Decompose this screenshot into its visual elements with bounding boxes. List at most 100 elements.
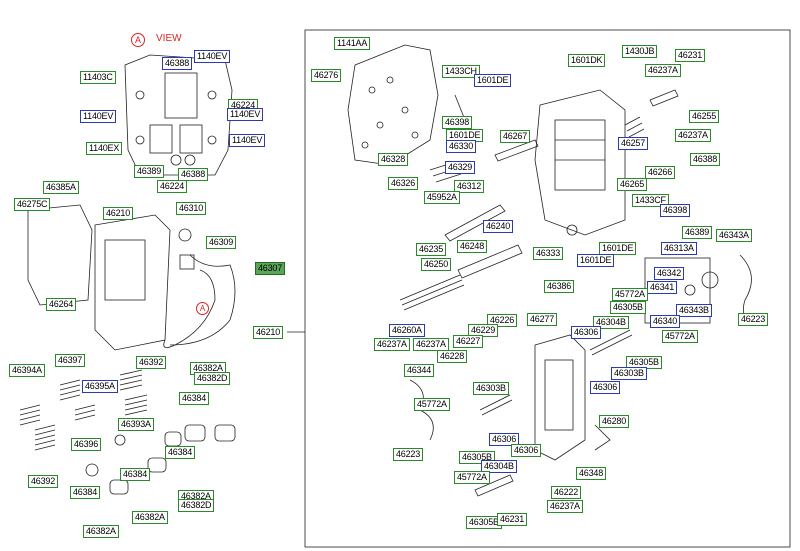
part-label: 1140EV (229, 134, 266, 147)
part-label: 46235 (416, 243, 447, 256)
part-label: 46226 (487, 314, 518, 327)
part-label: 46237A (675, 129, 711, 142)
part-label: 46305B (626, 356, 662, 369)
part-label: 46396 (71, 438, 102, 451)
part-label: 46237A (547, 500, 583, 513)
part-label: 46384 (70, 486, 101, 499)
harness-wire (163, 269, 216, 348)
part-label: 46248 (457, 240, 488, 253)
part-label: 46306 (489, 433, 520, 446)
part-label: 45772A (414, 398, 450, 411)
part-label: 1601DE (474, 74, 512, 87)
part-label: 46222 (551, 486, 582, 499)
part-label: 46306 (511, 444, 542, 457)
part-label: 46389 (134, 165, 165, 178)
view-a-marker: A (131, 33, 145, 47)
part-label: 46384 (120, 468, 151, 481)
part-label: 1141AA (334, 37, 371, 50)
part-label: 45772A (454, 471, 490, 484)
part-label: 46310 (176, 202, 207, 215)
part-label: 46389 (682, 226, 713, 239)
part-label: 1140EX (86, 142, 123, 155)
left-valve-body (27, 204, 236, 351)
view-caption: VIEW (156, 33, 182, 44)
part-label: 46276 (311, 69, 342, 82)
part-label: 46267 (500, 130, 531, 143)
part-label: 46305B (610, 301, 646, 314)
part-label: 46228 (437, 350, 468, 363)
part-label: 11403C (80, 71, 116, 84)
part-label: 46306 (590, 381, 621, 394)
part-label: 46398 (660, 204, 691, 217)
view-a-pointer-marker: A (196, 302, 209, 315)
part-label: 45772A (612, 288, 648, 301)
part-label: 46344 (404, 364, 435, 377)
part-label: 1601DE (599, 242, 637, 255)
part-label: 46382A (83, 525, 119, 538)
part-label: 46265 (617, 178, 648, 191)
part-label: 46280 (599, 415, 630, 428)
part-label: 46342 (654, 267, 685, 280)
part-label: 46237A (645, 64, 681, 77)
part-label: 46257 (618, 137, 649, 150)
part-label: 46260A (389, 324, 425, 337)
part-label: 46306 (571, 326, 602, 339)
assembly-frame (304, 29, 791, 548)
part-label: 1601DK (568, 54, 606, 67)
part-label: 46210 (103, 207, 134, 220)
part-label: 45952A (424, 191, 460, 204)
part-label: 46329 (445, 161, 476, 174)
part-label: 46382D (194, 372, 231, 385)
part-label: 46240 (483, 220, 514, 233)
part-label: 46341 (647, 281, 678, 294)
part-label: 45772A (662, 330, 698, 343)
part-label: 46313A (661, 242, 697, 255)
part-label: 46237A (413, 338, 449, 351)
part-label: 46333 (533, 247, 564, 260)
part-label: 46231 (675, 49, 706, 62)
part-label: 1433CF (632, 194, 669, 207)
part-label: 46237A (374, 338, 410, 351)
part-label: 1140EV (227, 108, 264, 121)
part-label: 1140EV (80, 110, 117, 123)
part-label: 46277 (527, 313, 558, 326)
part-label: 46275C (14, 198, 51, 211)
view-a-plate (124, 54, 233, 176)
part-label: 46382A (132, 511, 168, 524)
part-label: 46382D (178, 499, 215, 512)
part-label: 1430JB (622, 45, 658, 58)
springs-pistons-group (19, 369, 236, 495)
part-label: 46223 (393, 448, 424, 461)
part-label: 46330 (446, 140, 477, 153)
separator-plate (347, 44, 439, 166)
part-label: 46394A (9, 364, 45, 377)
part-label: 46388 (162, 57, 193, 70)
part-label: 46227 (453, 335, 484, 348)
part-label: 46384 (165, 446, 196, 459)
part-label: 46348 (576, 467, 607, 480)
part-label: 46386 (544, 280, 575, 293)
part-label: 46223 (738, 313, 769, 326)
part-label: 46343A (716, 229, 752, 242)
part-label: 46388 (690, 153, 721, 166)
part-label: 46312 (454, 180, 485, 193)
part-label: 46384 (179, 392, 210, 405)
part-label: 46210 (253, 326, 284, 339)
part-label: 46392 (28, 475, 59, 488)
part-label: 46255 (689, 110, 720, 123)
part-label: 46303B (473, 382, 509, 395)
part-label: 46343B (676, 304, 712, 317)
part-label: 1140EV (194, 50, 231, 63)
part-label: 46340 (650, 315, 681, 328)
part-label: 46392 (136, 356, 167, 369)
part-label: 46224 (157, 180, 188, 193)
part-label: 46326 (388, 177, 419, 190)
part-label: 46304B (481, 460, 517, 473)
part-label: 1433CH (442, 65, 480, 78)
part-label: 46395A (82, 380, 118, 393)
part-label: 46231 (497, 513, 528, 526)
part-label: 46385A (43, 181, 79, 194)
part-label: 46264 (46, 298, 77, 311)
part-label: 46309 (206, 236, 237, 249)
